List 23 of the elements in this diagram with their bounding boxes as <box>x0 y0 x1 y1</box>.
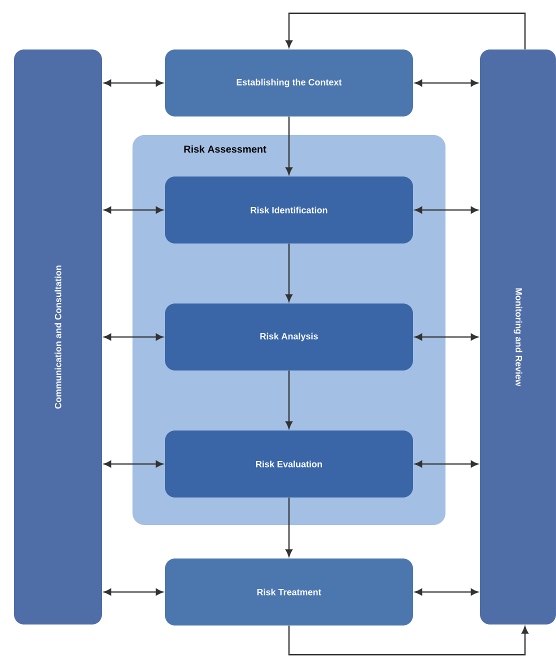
arrow <box>414 334 478 340</box>
arrow <box>104 588 164 596</box>
arrow <box>104 334 164 340</box>
arrow <box>288 626 528 656</box>
arrow <box>104 80 164 86</box>
process-box: Risk Evaluation <box>165 430 413 498</box>
arrow <box>104 460 164 468</box>
arrow <box>286 370 292 429</box>
vertical-bar: Communication and Consultation <box>14 50 102 624</box>
process-box: Risk Identification <box>165 176 413 244</box>
arrow <box>414 460 478 468</box>
arrow <box>286 244 292 302</box>
arrow <box>286 498 292 557</box>
arrow <box>286 116 292 175</box>
process-box: Establishing the Context <box>165 50 413 116</box>
arrow <box>414 80 478 86</box>
arrow <box>104 206 164 214</box>
process-box: Risk Analysis <box>165 304 413 370</box>
process-box: Risk Treatment <box>165 558 413 626</box>
arrow <box>414 206 478 214</box>
vertical-bar: Monitoring and Review <box>480 50 556 624</box>
arrow <box>414 588 478 596</box>
arrow <box>286 12 526 50</box>
